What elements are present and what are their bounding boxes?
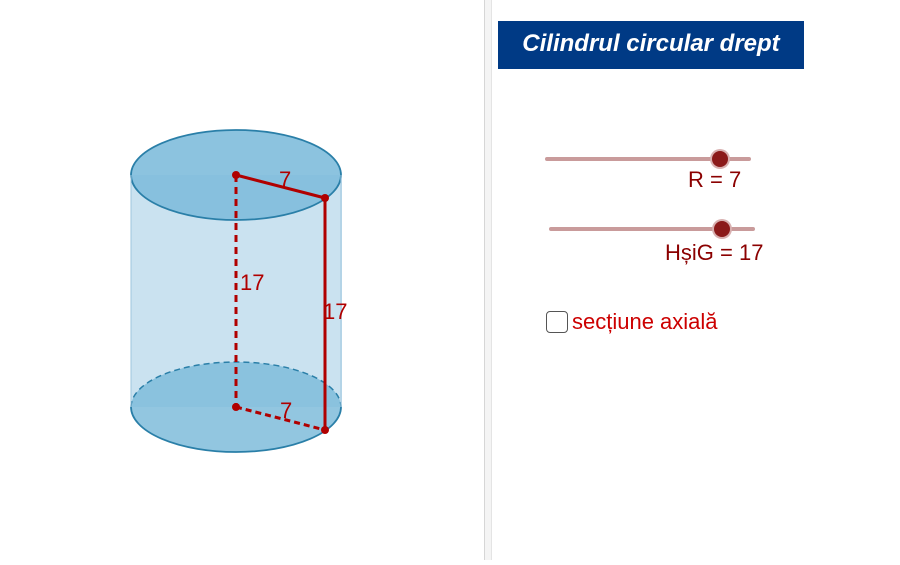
panel-divider[interactable] — [484, 0, 492, 560]
slider-r-thumb[interactable] — [712, 151, 728, 167]
bottom-radius-segment — [235, 405, 326, 432]
slider-hsig-thumb[interactable] — [714, 221, 730, 237]
top-center-point[interactable] — [232, 171, 240, 179]
bottom-base-back-edge — [130, 361, 342, 408]
slider-r[interactable] — [545, 149, 755, 169]
slider-hsig[interactable] — [549, 219, 759, 239]
generatrix-label: 17 — [323, 299, 347, 324]
cylinder-figure: 7 17 17 7 — [130, 129, 347, 453]
controls-panel: Cilindrul circular drept R = 7 HșiG = 17… — [492, 0, 900, 560]
top-radius-label: 7 — [279, 167, 291, 192]
axial-section-label[interactable]: secțiune axială — [572, 309, 718, 334]
height-label: 17 — [240, 270, 264, 295]
page-title: Cilindrul circular drept — [498, 21, 804, 69]
slider-hsig-label: HșiG = 17 — [665, 240, 764, 265]
axial-section-checkbox[interactable] — [546, 311, 568, 333]
bottom-radius-label: 7 — [280, 398, 292, 423]
top-rim-point[interactable] — [321, 194, 329, 202]
slider-hsig-track[interactable] — [549, 227, 755, 231]
slider-r-track[interactable] — [545, 157, 751, 161]
graphics-3d-view[interactable]: 7 17 17 7 — [0, 0, 484, 560]
bottom-base-front-edge — [130, 406, 342, 453]
bottom-center-point[interactable] — [232, 403, 240, 411]
top-radius-segment — [235, 173, 326, 200]
axial-section-toggle[interactable]: secțiune axială — [546, 307, 718, 337]
slider-r-label: R = 7 — [688, 167, 742, 192]
bottom-rim-point[interactable] — [321, 426, 329, 434]
